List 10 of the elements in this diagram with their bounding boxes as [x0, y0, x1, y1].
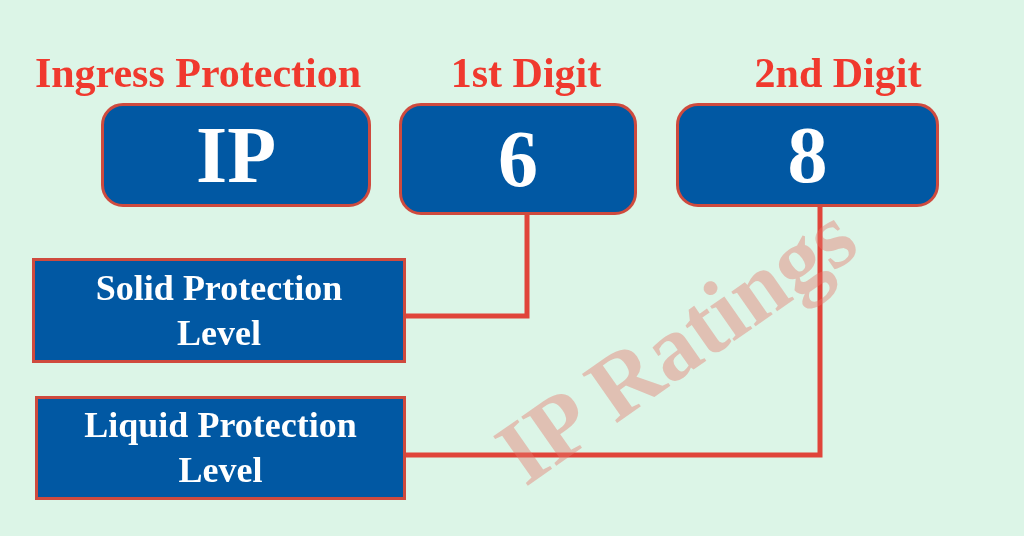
heading-label: 2nd Digit: [753, 49, 923, 98]
protection-level-box: Liquid Protection Level: [35, 396, 406, 500]
protection-level-box: Solid Protection Level: [32, 258, 406, 363]
connector-line: [406, 207, 823, 458]
code-box: IP: [101, 103, 371, 207]
heading-label: 1st Digit: [449, 49, 603, 98]
heading-label: Ingress Protection: [33, 49, 363, 98]
connector-line: [406, 215, 530, 319]
code-box: 6: [399, 103, 637, 215]
code-box: 8: [676, 103, 939, 207]
